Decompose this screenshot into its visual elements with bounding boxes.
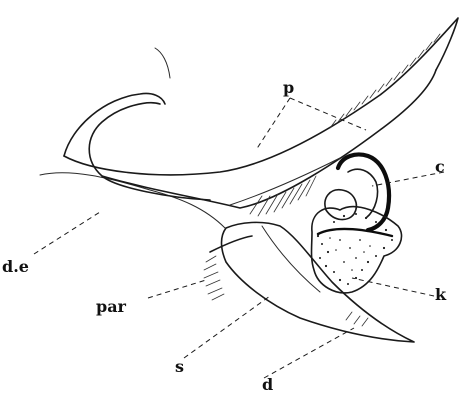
main-process-ridge xyxy=(230,158,340,205)
leader-p-2 xyxy=(290,98,366,130)
joint-hatching xyxy=(250,176,316,216)
process-hatching xyxy=(330,34,440,128)
hooked-arm-inner xyxy=(89,103,210,200)
leader-p-1 xyxy=(256,98,290,150)
label-par: par xyxy=(96,297,127,316)
label-k: k xyxy=(435,285,447,304)
leader-de xyxy=(34,212,100,254)
par-hatching xyxy=(204,256,224,300)
structure-k-outline xyxy=(312,207,402,293)
structure-k-band xyxy=(318,229,392,236)
d-hatching xyxy=(346,312,368,326)
label-d: d xyxy=(262,375,273,394)
label-p: p xyxy=(283,78,294,97)
par-outline xyxy=(210,236,252,252)
leader-par xyxy=(148,280,206,298)
leader-s xyxy=(184,296,270,358)
structure-c-lobe xyxy=(325,190,356,220)
background-stroke xyxy=(155,48,170,78)
main-process-upper xyxy=(64,18,458,175)
label-de: d.e xyxy=(2,257,29,276)
structure-s-outline xyxy=(222,222,415,342)
label-s: s xyxy=(175,357,184,376)
leader-k xyxy=(352,278,434,296)
left-strand xyxy=(40,173,225,228)
label-c: c xyxy=(435,157,445,176)
leader-d xyxy=(264,328,354,378)
